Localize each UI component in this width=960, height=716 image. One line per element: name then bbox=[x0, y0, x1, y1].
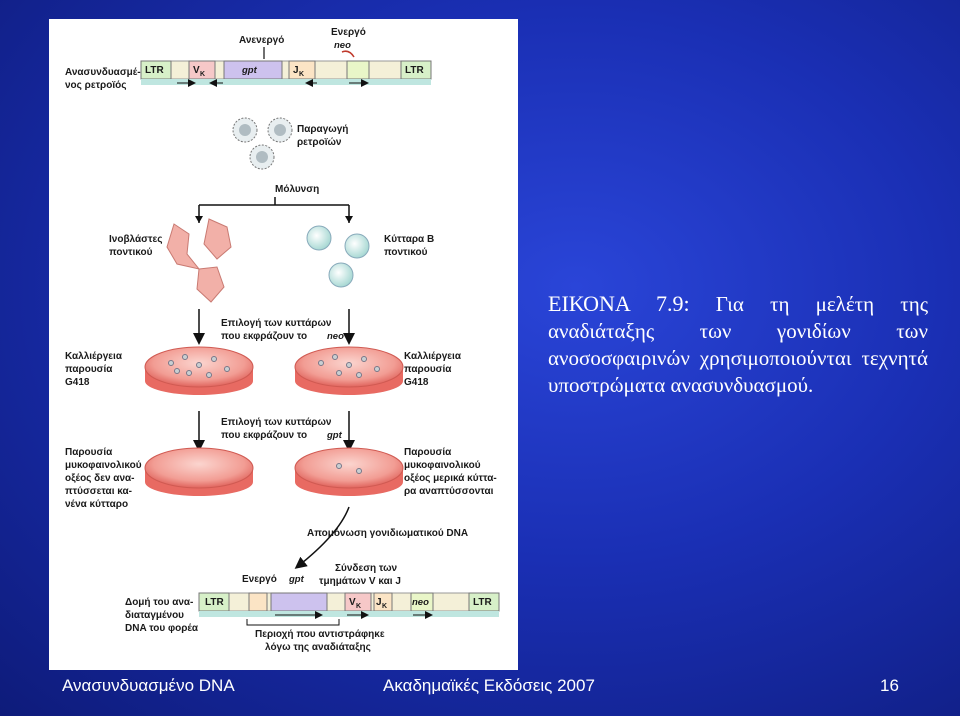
joining-2: τμημάτων V και J bbox=[319, 576, 401, 587]
production-1: Παραγωγή bbox=[297, 124, 348, 135]
retrovirus-construct bbox=[140, 60, 432, 87]
vk-bottom: V bbox=[349, 597, 356, 608]
active-gpt-label: Ενεργό bbox=[242, 574, 277, 585]
select-neo-2: που εκφράζουν το bbox=[221, 331, 307, 342]
ltr-right: LTR bbox=[405, 65, 424, 76]
select-gpt-1: Επιλογή των κυττάρων bbox=[221, 417, 332, 428]
b-cells-icon bbox=[306, 225, 370, 288]
ltr-left: LTR bbox=[145, 65, 164, 76]
figure-caption: ΕΙΚΟΝΑ 7.9: Για τη μελέτη της αναδιάταξη… bbox=[548, 290, 928, 399]
production-2: ρετροϊών bbox=[297, 137, 342, 148]
rearranged-construct bbox=[198, 592, 500, 626]
page-number: 16 bbox=[880, 676, 899, 695]
caption-text: Για τη μελέτη της αναδιάταξης των γονιδί… bbox=[548, 292, 929, 397]
virus-particles-icon bbox=[232, 117, 293, 170]
infection-label: Μόλυνση bbox=[275, 184, 319, 195]
culture-left-3: G418 bbox=[65, 377, 90, 388]
dish-mpa-right bbox=[294, 447, 404, 496]
isolation-arrow bbox=[294, 506, 350, 569]
rearranged-2: διαταγμένου bbox=[125, 610, 184, 621]
recombination-diagram: Ανασυνδυασμέ- νος ρετροϊός Ανενεργό Ενερ… bbox=[65, 27, 500, 653]
retro-label-2: νος ρετροϊός bbox=[65, 80, 126, 91]
neo-bottom: neo bbox=[412, 597, 429, 608]
mpa-some-3: οξέος μερικά κύττα- bbox=[404, 473, 497, 484]
active-neo-label: neo bbox=[334, 40, 351, 51]
mpa-some-2: μυκοφαινολικού bbox=[404, 460, 481, 471]
gpt-label: gpt bbox=[241, 65, 258, 76]
select-gpt-3: gpt bbox=[326, 430, 343, 441]
caption-lead: ΕΙΚΟΝΑ 7.9: bbox=[548, 291, 690, 316]
figure-panel: Ανασυνδυασμέ- νος ρετροϊός Ανενεργό Ενερ… bbox=[49, 19, 518, 670]
culture-left-1: Καλλιέργεια bbox=[65, 351, 123, 362]
dish-mpa-left bbox=[144, 447, 254, 496]
mpa-none-5: νένα κύτταρο bbox=[65, 499, 128, 510]
fibroblasts-2: ποντικού bbox=[109, 247, 153, 258]
mpa-some-4: ρα αναπτύσσονται bbox=[404, 486, 494, 497]
inverted-2: λόγω της αναδιάταξης bbox=[265, 642, 371, 653]
ltr-bottom-right: LTR bbox=[473, 597, 492, 608]
culture-left-2: παρουσία bbox=[65, 364, 113, 375]
joining-1: Σύνδεση των bbox=[335, 563, 398, 574]
mpa-none-4: πτύσσεται κα- bbox=[65, 486, 132, 497]
fibroblasts-1: Ινοβλάστες bbox=[109, 234, 162, 245]
mpa-none-3: οξέος δεν ανα- bbox=[65, 473, 135, 484]
dish-g418-right bbox=[294, 346, 404, 395]
culture-right-3: G418 bbox=[404, 377, 429, 388]
vk-bottom-sub: K bbox=[356, 603, 361, 610]
select-neo-3: neo bbox=[327, 331, 344, 342]
select-gpt-2: που εκφράζουν το bbox=[221, 430, 307, 441]
retro-label-1: Ανασυνδυασμέ- bbox=[65, 67, 141, 78]
active-gpt-name: gpt bbox=[288, 574, 305, 585]
isolation-label: Απομόνωση γονιδιωματικού DNA bbox=[307, 528, 468, 539]
mpa-none-2: μυκοφαινολικού bbox=[65, 460, 142, 471]
dish-g418-left bbox=[144, 346, 254, 395]
inactive-label: Ανενεργό bbox=[239, 35, 284, 46]
ltr-bottom-left: LTR bbox=[205, 597, 224, 608]
split-arrow bbox=[198, 197, 350, 223]
mpa-some-1: Παρουσία bbox=[404, 447, 452, 458]
select-neo-1: Επιλογή των κυττάρων bbox=[221, 318, 332, 329]
fibroblast-cells-icon bbox=[166, 218, 232, 303]
culture-right-2: παρουσία bbox=[404, 364, 452, 375]
jk-sub: K bbox=[299, 71, 304, 78]
bcells-2: ποντικού bbox=[384, 247, 428, 258]
jk-bottom: J bbox=[376, 597, 382, 608]
footer-left: Ανασυνδυασμένο DNA bbox=[62, 676, 235, 695]
jk-label: J bbox=[293, 65, 299, 76]
bcells-1: Κύτταρα Β bbox=[384, 234, 434, 245]
vk-sub: K bbox=[200, 71, 205, 78]
neo-wave-icon bbox=[341, 50, 355, 58]
footer-center: Ακαδημαϊκές Εκδόσεις 2007 bbox=[383, 676, 595, 695]
active-label: Ενεργό bbox=[331, 27, 366, 38]
vk-label: V bbox=[193, 65, 200, 76]
mpa-none-1: Παρουσία bbox=[65, 447, 113, 458]
rearranged-3: DNA του φορέα bbox=[125, 623, 199, 634]
jk-bottom-sub: K bbox=[382, 603, 387, 610]
inverted-1: Περιοχή που αντιστράφηκε bbox=[255, 629, 385, 640]
rearranged-1: Δομή του ανα- bbox=[125, 597, 193, 608]
culture-right-1: Καλλιέργεια bbox=[404, 351, 462, 362]
